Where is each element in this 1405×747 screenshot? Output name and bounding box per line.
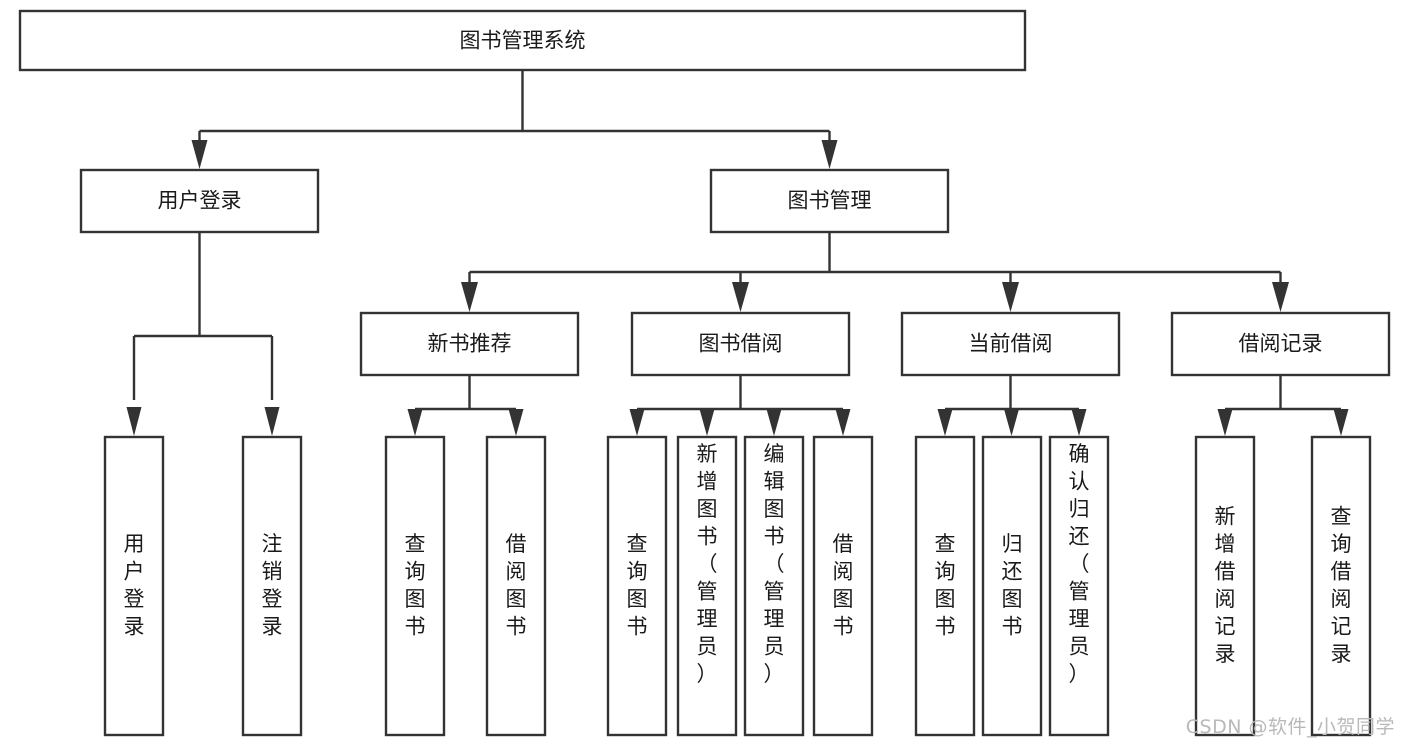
- arrowhead-leaf-query-book-3: [937, 409, 953, 436]
- node-borrow-record-box[interactable]: [1170, 311, 1391, 377]
- node-current-borrow-box[interactable]: [900, 311, 1121, 377]
- arrowhead-borrow-record: [1272, 282, 1289, 312]
- edges-borrow-record-to-leaves: [1217, 375, 1349, 436]
- leaf-node-query-book-3[interactable]: 查询图书: [914, 435, 976, 737]
- arrowhead-leaf-borrow-book-2: [835, 409, 851, 436]
- node-book-manage-label: 图书管理: [788, 189, 872, 213]
- leaf-query-book-1-label: 查询图书: [405, 532, 426, 639]
- leaf-node-borrow-book-1[interactable]: 借阅图书: [485, 435, 547, 737]
- edges-new-book-rec-to-leaves: [407, 375, 524, 436]
- leaf-node-add-book[interactable]: 新增图书（管理员）: [676, 435, 738, 737]
- leaf-logout-box[interactable]: [241, 435, 303, 737]
- leaf-borrow-book-2-label: 借阅图书: [833, 532, 854, 639]
- leaf-borrow-book-1-box[interactable]: [485, 435, 547, 737]
- node-borrow-record-label: 借阅记录: [1239, 332, 1323, 356]
- node-book-manage-box[interactable]: [709, 168, 950, 234]
- arrowhead-leaf-borrow-book-1: [508, 409, 524, 436]
- leaf-add-book-box[interactable]: [676, 435, 738, 737]
- node-new-book-rec-label: 新书推荐: [428, 332, 512, 356]
- leaf-edit-book-box[interactable]: [743, 435, 805, 737]
- leaf-add-record-label: 新增借阅记录: [1215, 505, 1236, 667]
- node-user-login[interactable]: 用户登录: [79, 168, 320, 234]
- leaf-query-book-2-box[interactable]: [606, 435, 668, 737]
- leaf-return-book-label: 归还图书: [1002, 532, 1023, 639]
- leaf-node-query-book-2[interactable]: 查询图书: [606, 435, 668, 737]
- leaf-node-confirm-return[interactable]: 确认归还（管理员）: [1048, 435, 1110, 737]
- leaf-borrow-book-1-label: 借阅图书: [506, 532, 527, 639]
- node-new-book-rec-box[interactable]: [359, 311, 580, 377]
- arrowhead-leaf-query-record: [1333, 409, 1349, 436]
- edges-book-borrow-to-leaves: [629, 375, 851, 436]
- leaf-node-borrow-book-2[interactable]: 借阅图书: [812, 435, 874, 737]
- leaf-query-book-3-box[interactable]: [914, 435, 976, 737]
- arrowhead-user-login: [191, 140, 208, 169]
- edges-current-borrow-to-leaves: [937, 375, 1087, 436]
- node-current-borrow-label: 当前借阅: [969, 332, 1053, 356]
- leaf-edit-book-label: 编辑图书（管理员）: [764, 442, 785, 686]
- leaf-return-book-box[interactable]: [981, 435, 1043, 737]
- node-user-login-box[interactable]: [79, 168, 320, 234]
- leaf-query-record-box[interactable]: [1310, 435, 1372, 737]
- arrowhead-leaf-query-book-1: [407, 409, 423, 436]
- leaf-query-book-3-label: 查询图书: [935, 532, 956, 639]
- leaf-add-book-label: 新增图书（管理员）: [697, 442, 718, 686]
- leaf-confirm-return-box[interactable]: [1048, 435, 1110, 737]
- node-current-borrow[interactable]: 当前借阅: [900, 311, 1121, 377]
- arrowhead-current-borrow: [1002, 282, 1019, 312]
- leaf-confirm-return-label: 确认归还（管理员）: [1069, 442, 1090, 686]
- node-root[interactable]: 图书管理系统: [18, 9, 1027, 72]
- leaf-node-add-record[interactable]: 新增借阅记录: [1194, 435, 1256, 737]
- arrowhead-new-book-rec: [461, 282, 478, 312]
- arrowhead-leaf-edit-book: [766, 409, 782, 436]
- arrowhead-leaf-return-book: [1004, 409, 1019, 436]
- arrowhead-book-borrow: [732, 282, 749, 312]
- leaf-logout-label: 注销登录: [262, 532, 283, 639]
- arrowhead-leaf-logout: [264, 407, 280, 436]
- leaf-node-edit-book[interactable]: 编辑图书（管理员）: [743, 435, 805, 737]
- leaf-query-book-2-label: 查询图书: [627, 532, 648, 639]
- node-root-label: 图书管理系统: [460, 29, 586, 53]
- leaf-user-login-box[interactable]: [103, 435, 165, 737]
- node-book-borrow-box[interactable]: [630, 311, 851, 377]
- edges-root-to-level2: [191, 70, 838, 169]
- node-root-box[interactable]: [18, 9, 1027, 72]
- leaf-node-query-record[interactable]: 查询借阅记录: [1310, 435, 1372, 737]
- leaf-node-return-book[interactable]: 归还图书: [981, 435, 1043, 737]
- node-book-manage[interactable]: 图书管理: [709, 168, 950, 234]
- arrowhead-leaf-add-record: [1217, 409, 1233, 436]
- node-new-book-rec[interactable]: 新书推荐: [359, 311, 580, 377]
- leaf-add-record-box[interactable]: [1194, 435, 1256, 737]
- arrowhead-leaf-add-book: [699, 409, 715, 436]
- leaf-node-user-login[interactable]: 用户登录: [103, 435, 165, 737]
- leaf-query-record-label: 查询借阅记录: [1331, 505, 1352, 667]
- node-borrow-record[interactable]: 借阅记录: [1170, 311, 1391, 377]
- leaf-node-query-book-1[interactable]: 查询图书: [384, 435, 446, 737]
- arrowhead-leaf-query-book-2: [629, 409, 645, 436]
- node-user-login-label: 用户登录: [158, 189, 242, 213]
- arrowhead-leaf-user-login: [126, 407, 142, 436]
- node-book-borrow-label: 图书借阅: [699, 332, 783, 356]
- edges-book-manage-to-level3: [461, 232, 1289, 312]
- node-book-borrow[interactable]: 图书借阅: [630, 311, 851, 377]
- arrowhead-leaf-confirm-return: [1071, 409, 1087, 436]
- leaf-borrow-book-2-box[interactable]: [812, 435, 874, 737]
- edges-user-login-to-leaves: [126, 232, 280, 436]
- leaf-user-login-label: 用户登录: [124, 532, 145, 639]
- leaf-node-logout[interactable]: 注销登录: [241, 435, 303, 737]
- arrowhead-book-manage: [821, 140, 838, 169]
- leaf-query-book-1-box[interactable]: [384, 435, 446, 737]
